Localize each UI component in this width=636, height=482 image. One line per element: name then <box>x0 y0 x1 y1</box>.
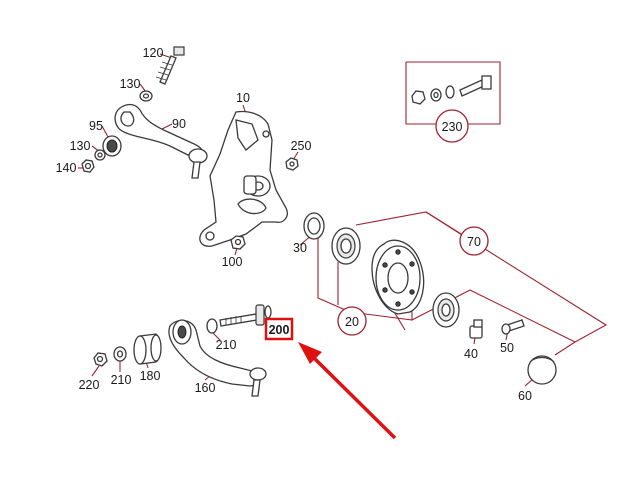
label-95: 95 <box>89 119 103 133</box>
highlight-200: 200 <box>264 317 294 341</box>
bolt-200-part <box>219 304 272 327</box>
label-140: 140 <box>56 161 77 175</box>
bolt-120-part <box>155 46 185 85</box>
label-210-right: 210 <box>216 338 237 352</box>
bearing-outer-part <box>432 292 460 328</box>
label-130-left: 130 <box>70 139 91 153</box>
label-180: 180 <box>140 369 161 383</box>
seal-30-part <box>303 212 325 240</box>
washer-130b-part <box>94 149 106 161</box>
upper-control-arm-90-part <box>114 103 208 179</box>
svg-text:70: 70 <box>467 235 481 249</box>
callout-230: 230 <box>435 109 469 143</box>
callout-70: 70 <box>459 226 489 256</box>
dust-cap-60-part <box>527 355 557 385</box>
nut-220-part <box>93 352 108 367</box>
label-200: 200 <box>269 323 290 337</box>
label-10: 10 <box>236 91 250 105</box>
washer-210b-part <box>206 318 218 334</box>
label-250: 250 <box>291 139 312 153</box>
washer-130-part <box>139 90 153 102</box>
bolt-50-part <box>501 319 525 335</box>
svg-text:230: 230 <box>442 120 463 134</box>
wheel-hub-70-part <box>371 239 425 315</box>
label-220: 220 <box>79 378 100 392</box>
bushing-95-part <box>102 135 122 157</box>
callout-20: 20 <box>337 306 367 336</box>
label-30: 30 <box>293 241 307 255</box>
label-120: 120 <box>143 46 164 60</box>
label-160: 160 <box>195 381 216 395</box>
knuckle-10-part <box>199 110 288 247</box>
bushing-180-part <box>133 333 162 365</box>
label-50: 50 <box>500 341 514 355</box>
label-90: 90 <box>172 117 186 131</box>
svg-text:20: 20 <box>345 315 359 329</box>
nut-250-part <box>285 157 299 171</box>
sensor-40-part <box>469 319 483 339</box>
label-210-left: 210 <box>111 373 132 387</box>
nut-100-part <box>230 235 246 250</box>
washer-210-part <box>113 346 127 362</box>
lower-control-arm-160-part <box>168 319 267 397</box>
hardware-set-230-part <box>411 75 492 105</box>
bearing-20-part <box>331 227 361 265</box>
label-130-top: 130 <box>120 77 141 91</box>
label-40: 40 <box>464 347 478 361</box>
highlight-arrow-icon <box>298 342 397 440</box>
nut-140-part <box>81 159 95 173</box>
label-100: 100 <box>222 255 243 269</box>
label-60: 60 <box>518 389 532 403</box>
